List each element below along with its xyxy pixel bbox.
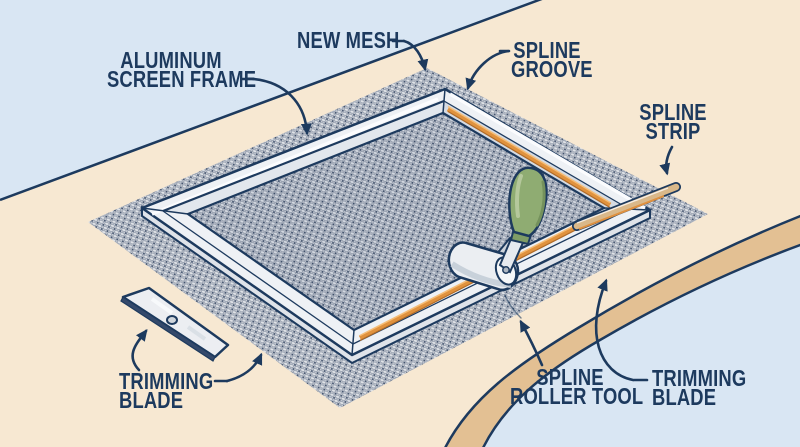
empty-groove-nw — [162, 99, 445, 213]
label-line: BLADE — [652, 384, 717, 410]
label-spline-groove: SPLINE GROOVE — [511, 37, 593, 82]
blade-hole — [166, 315, 178, 325]
label-line: ALUMINUM — [120, 47, 222, 73]
arrow-to-mesh-edge-left — [225, 352, 263, 383]
label-line: TRIMMING — [652, 365, 747, 391]
spline-strip — [572, 182, 681, 231]
label-line: SPLINE — [639, 99, 707, 125]
label-line: STRIP — [645, 118, 701, 144]
label-line: BLADE — [119, 387, 184, 413]
label-line: NEW MESH — [297, 27, 400, 53]
label-spline-strip: SPLINE STRIP — [637, 99, 709, 144]
table-front-edge — [444, 214, 800, 447]
label-spline-roller-tool: SPLINE ROLLER TOOL — [510, 364, 644, 409]
label-new-mesh: NEW MESH — [297, 27, 400, 53]
label-line: ROLLER TOOL — [510, 383, 644, 409]
label-line: GROOVE — [511, 56, 593, 82]
arrow-to-roller — [519, 319, 544, 367]
arrow-to-mesh-edge-right — [594, 278, 635, 382]
label-line: TRIMMING — [119, 368, 214, 394]
arrow-to-blade — [131, 329, 148, 372]
spline-roller-tool — [447, 166, 548, 292]
spline-groove-ne — [446, 105, 612, 209]
arrow-roller-arc — [504, 294, 522, 319]
arrow-to-mesh — [402, 39, 429, 72]
label-line: SPLINE — [536, 364, 604, 390]
label-trimming-blade-left: TRIMMING BLADE — [119, 368, 214, 413]
label-trimming-blade-right: TRIMMING BLADE — [652, 365, 747, 410]
trimming-blade — [120, 286, 230, 362]
callout-arrows — [131, 39, 674, 383]
label-line: SPLINE — [513, 37, 581, 63]
arrow-to-frame — [251, 77, 312, 136]
table-top-edge-line — [0, 0, 543, 202]
roller-axle-bolt — [502, 266, 510, 274]
arrow-to-strip — [659, 145, 674, 176]
label-aluminum-screen-frame: ALUMINUM SCREEN FRAME — [107, 47, 257, 92]
aluminum-screen-frame — [140, 87, 652, 357]
arrow-to-groove — [465, 49, 511, 91]
roller-handle — [508, 166, 548, 238]
label-line: SCREEN FRAME — [107, 66, 257, 92]
